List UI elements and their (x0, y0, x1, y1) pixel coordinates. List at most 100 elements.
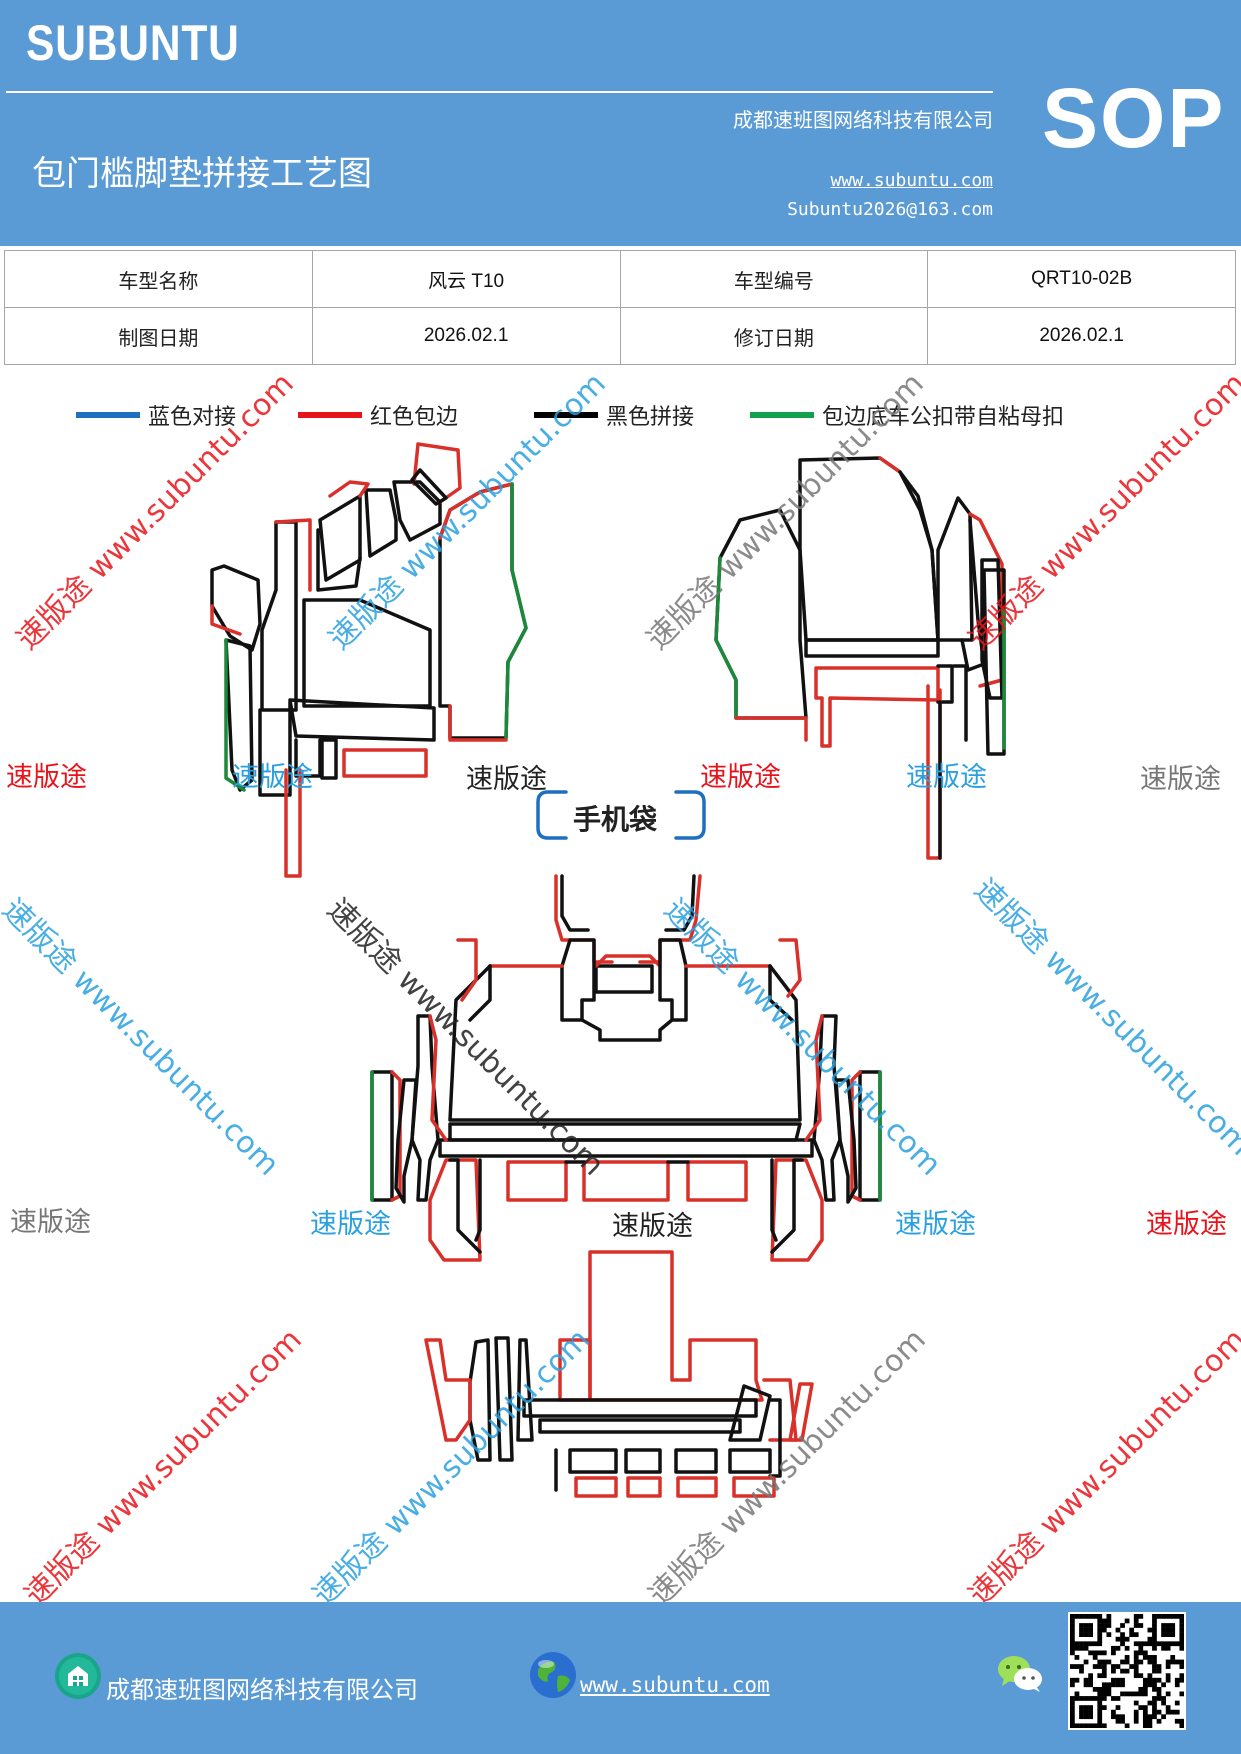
mat-piece (626, 1476, 662, 1498)
watermark-short: 速版途 (895, 1209, 976, 1240)
mat-piece (728, 1448, 772, 1474)
mat-piece (768, 1398, 782, 1478)
watermark-short: 速版途 (612, 1211, 693, 1242)
mat-piece (936, 664, 954, 704)
mat-piece (560, 938, 596, 1022)
mat-piece (448, 704, 508, 742)
mat-piece (732, 1476, 776, 1498)
watermark-short: 速版途 (6, 762, 87, 793)
mat-piece (714, 556, 738, 720)
watermark-short: 速版途 (1140, 764, 1221, 795)
legend-label: 黑色拼接 (606, 405, 695, 430)
header-url-link[interactable]: www.subuntu.com (830, 170, 993, 191)
phone-bag-label: 手机袋 (573, 803, 658, 836)
middle-floor-mat-group (370, 874, 882, 1262)
legend-item-green: 包边底车公扣带自粘母扣 (750, 400, 1064, 430)
mat-piece (936, 496, 974, 642)
header-banner (0, 0, 1241, 246)
mat-piece (438, 1138, 814, 1158)
mat-piece (878, 456, 902, 474)
mat-piece (770, 1158, 824, 1262)
mat-piece (560, 874, 590, 932)
wechat-icon[interactable] (996, 1652, 1044, 1696)
mat-piece (734, 716, 808, 742)
legend-swatch-green (750, 412, 814, 418)
phone-bag-group (536, 790, 706, 840)
mat-piece (448, 964, 802, 1122)
mat-piece (320, 738, 338, 780)
mat-piece (328, 480, 370, 498)
mat-piece (456, 938, 478, 1002)
floor-mat-splice-diagram (210, 442, 1006, 1498)
mat-piece (506, 1160, 568, 1202)
mat-piece (474, 1158, 482, 1242)
mat-piece (770, 1158, 804, 1254)
label-model-name: 车型名称 (4, 250, 313, 308)
watermark-short: 速版途 (10, 1207, 91, 1238)
mat-piece (294, 738, 322, 778)
mat-piece (448, 1158, 482, 1254)
mat-piece (260, 520, 298, 712)
mat-piece (224, 638, 254, 792)
mat-piece (288, 698, 436, 742)
mat-piece (342, 748, 428, 778)
label-revision-date: 修订日期 (619, 307, 929, 365)
mat-piece (210, 604, 242, 636)
top-right-mat-group (714, 456, 1006, 860)
mat-piece (522, 1398, 758, 1418)
mat-piece (568, 1448, 618, 1474)
mat-piece (804, 1014, 824, 1142)
value-revision-date: 2026.02.1 (927, 307, 1236, 365)
value-model-name: 风云 T10 (311, 250, 621, 308)
mat-piece (770, 1158, 778, 1242)
sop-badge: SOP (1042, 71, 1226, 165)
company-icon (55, 1653, 101, 1699)
legend-item-red: 红色包边 (298, 400, 458, 430)
mat-piece (768, 964, 794, 1022)
mat-piece (968, 512, 1004, 688)
watermark-short: 速版途 (466, 764, 547, 795)
mat-piece (594, 954, 662, 968)
mat-piece (258, 700, 292, 797)
header-email: Subuntu2026@163.com (787, 199, 993, 220)
qr-code[interactable] (1068, 1612, 1186, 1730)
watermark-short: 速版途 (700, 762, 781, 793)
watermark-short: 速版途 (1146, 1209, 1227, 1240)
legend-item-blue: 蓝色对接 (76, 400, 236, 430)
vehicle-info-table: 车型名称 风云 T10 车型编号 QRT10-02B 制图日期 2026.02.… (4, 250, 1236, 365)
mat-piece (410, 468, 448, 506)
mat-piece (224, 638, 246, 792)
legend-swatch-black (534, 412, 598, 418)
mat-piece (394, 1078, 418, 1204)
legend-label: 蓝色对接 (148, 405, 237, 430)
legend-label: 包边底车公扣带自粘母扣 (822, 405, 1065, 430)
mat-piece (898, 470, 940, 642)
mat-piece (582, 1160, 670, 1202)
mat-piece (274, 518, 312, 592)
mat-piece (778, 938, 802, 998)
table-row: 制图日期 2026.02.1 修订日期 2026.02.1 (4, 307, 1236, 365)
mat-piece (728, 1384, 772, 1442)
mat-piece (658, 938, 688, 1022)
mat-piece (804, 638, 940, 658)
document-title: 包门槛脚垫拼接工艺图 (32, 154, 372, 194)
mat-piece (574, 1476, 618, 1498)
globe-icon (530, 1652, 576, 1698)
mat-piece (664, 874, 696, 932)
watermark-short: 速版途 (310, 1209, 391, 1240)
mat-piece (428, 1158, 482, 1262)
bottom-mat-group (424, 1250, 814, 1498)
footer-url-link[interactable]: www.subuntu.com (580, 1673, 770, 1697)
legend-swatch-blue (76, 412, 140, 418)
footer-company: 成都速班图网络科技有限公司 (106, 1676, 418, 1704)
brand-logo: SUBUNTU (26, 15, 240, 71)
legend-label: 红色包边 (370, 405, 459, 430)
mat-piece (594, 964, 654, 994)
value-model-code: QRT10-02B (927, 250, 1236, 308)
mat-piece (624, 1448, 662, 1474)
mat-piece (302, 598, 432, 708)
header-company: 成都速班图网络科技有限公司 (733, 108, 993, 132)
mat-piece (424, 1338, 472, 1442)
mat-piece (318, 494, 362, 582)
mat-piece (370, 1070, 394, 1202)
